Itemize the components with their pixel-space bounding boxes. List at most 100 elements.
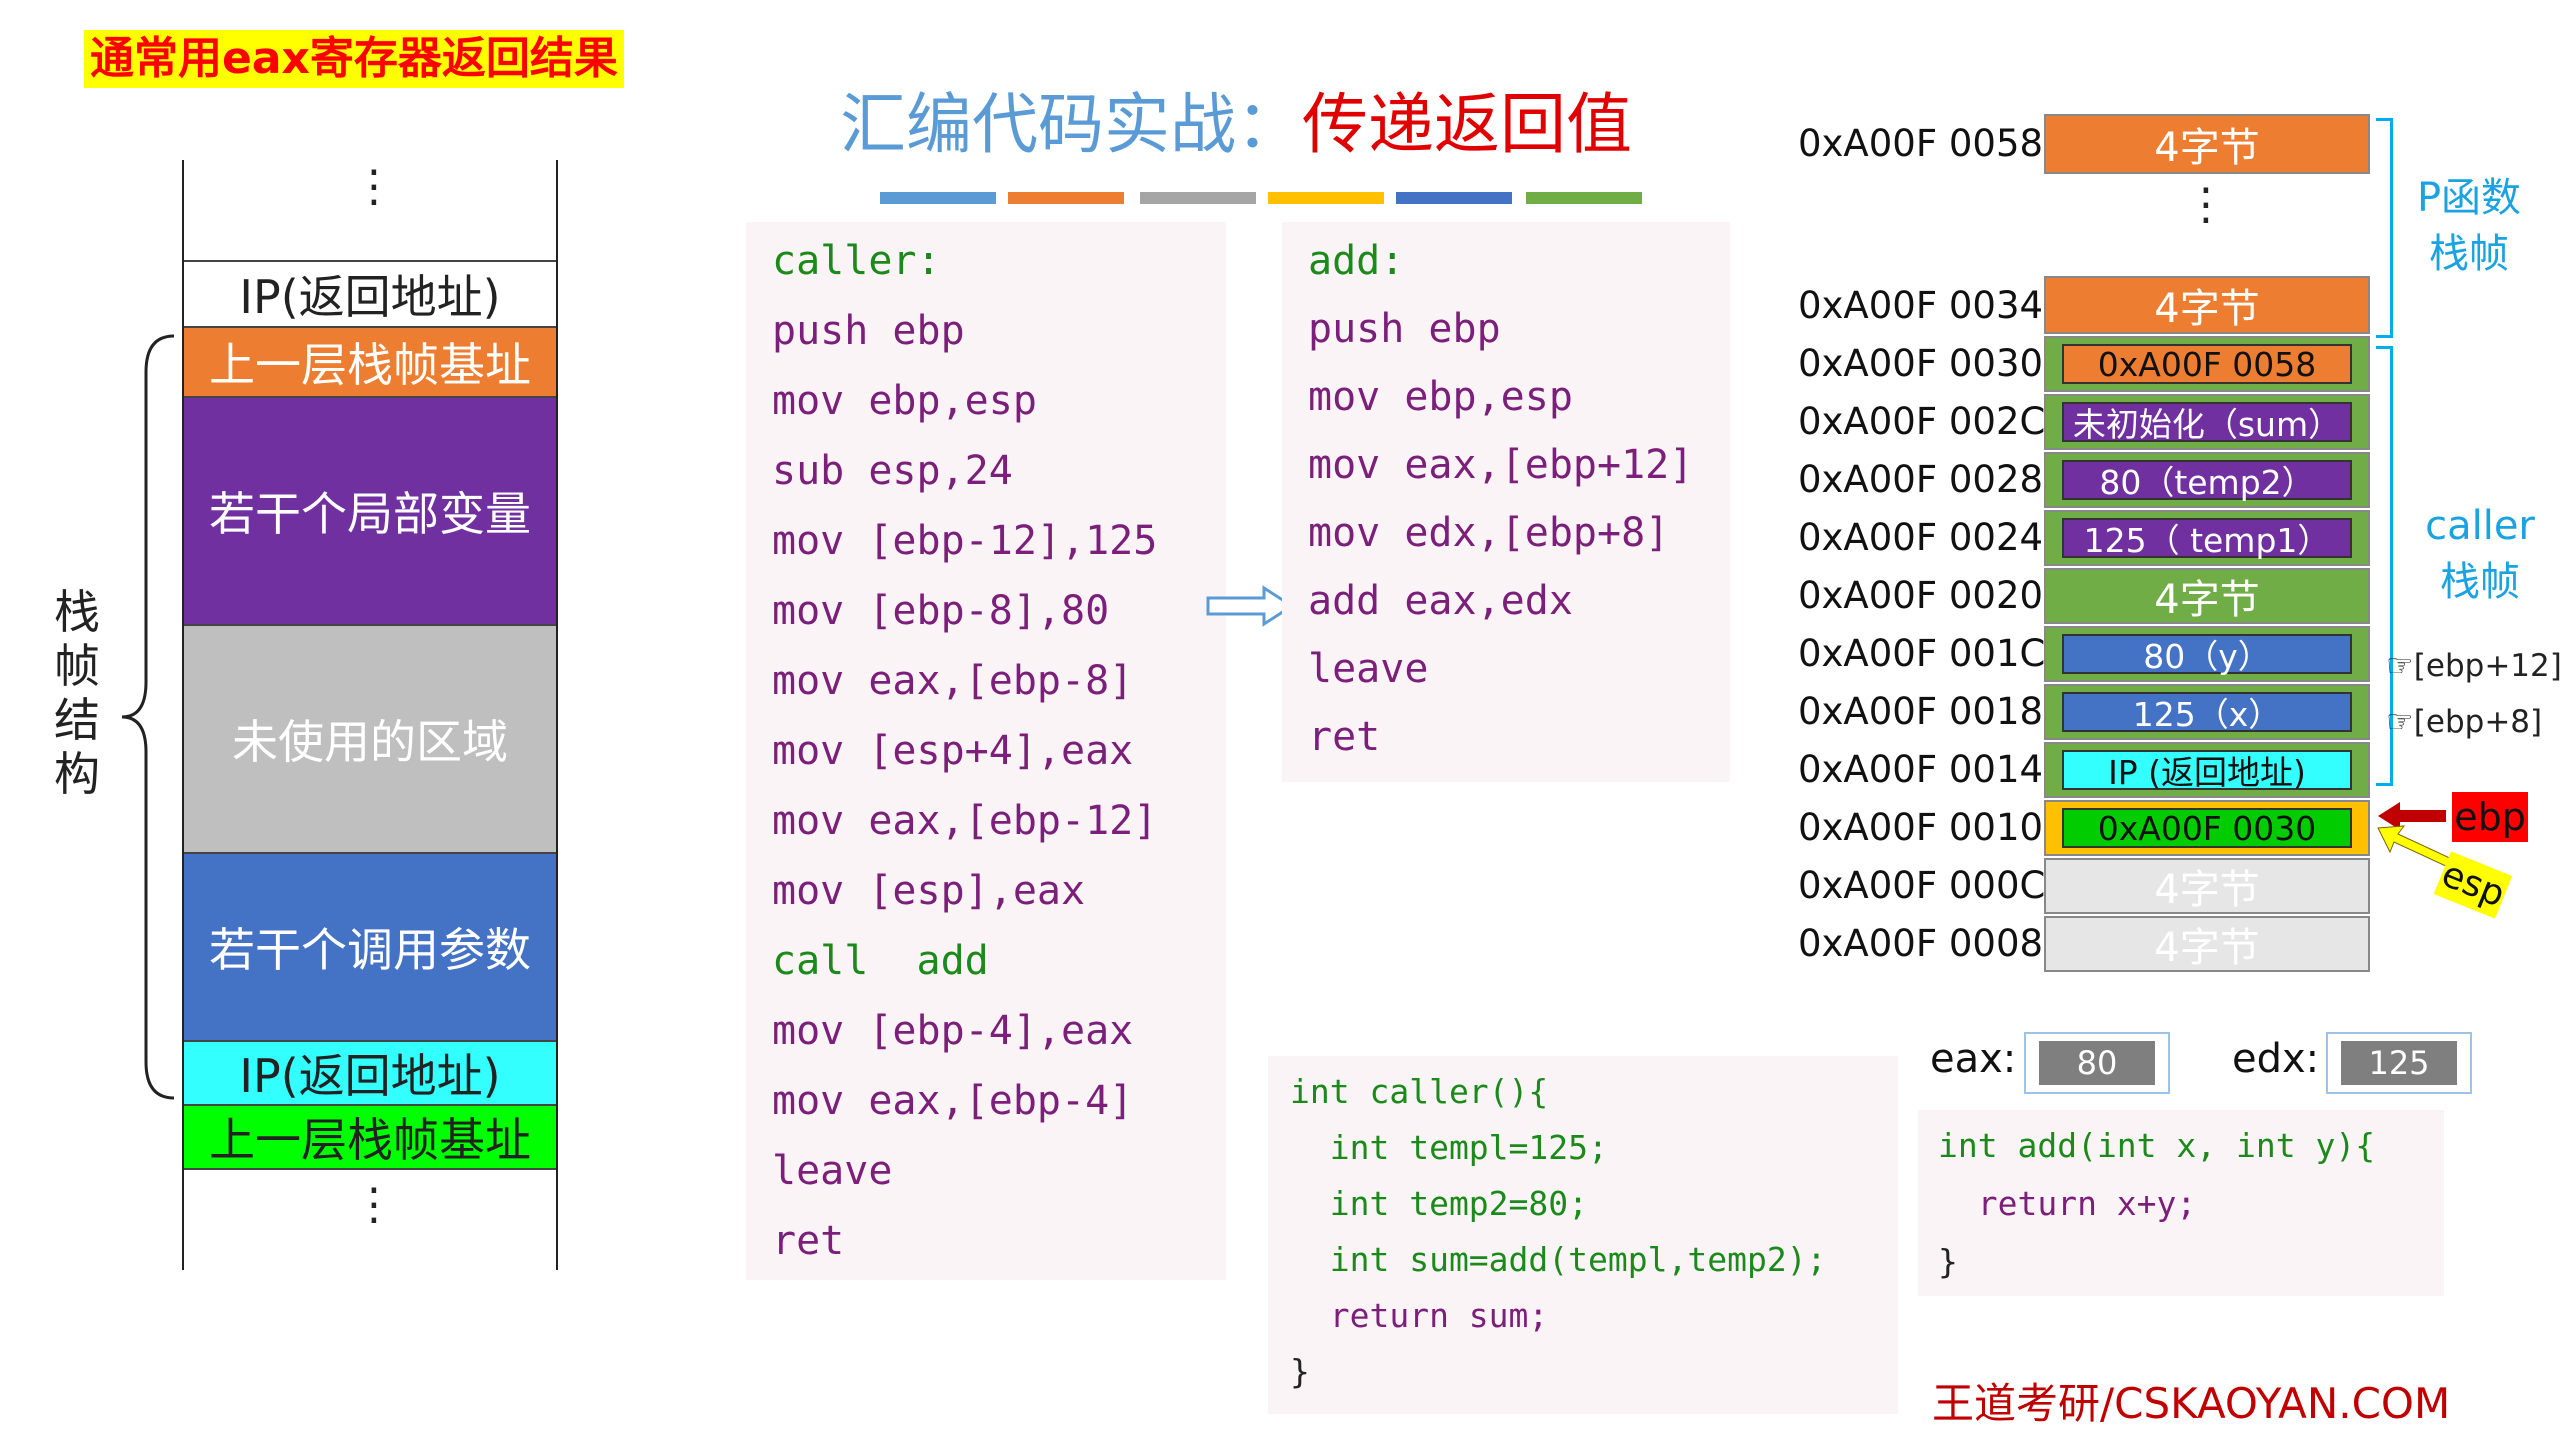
p-frame-brace-icon [2376,118,2393,338]
eax-register: 80 [2024,1032,2170,1094]
mem-address: 0xA00F 0020 [1798,574,2044,617]
asm-line: mov edx,[ebp+8] [1308,510,1670,556]
mem-cell-box: 未初始化（sum） [2044,394,2370,450]
c-line: return sum; [1290,1296,1549,1335]
stack-row-prev-base-top: 上一层栈帧基址 [184,326,556,396]
eax-value: 80 [2039,1041,2155,1085]
caller-frame-label: caller栈帧 [2425,503,2535,605]
mem-cell: 125（x） [2062,692,2352,734]
call-arrow-icon [1206,585,1295,627]
mem-cell: 4字节 [2044,276,2370,334]
asm-line: sub esp,24 [772,448,1013,494]
mem-cell-box: 80（y） [2044,626,2370,682]
add-asm-panel [1282,222,1730,782]
asm-line: mov [ebp-12],125 [772,518,1158,564]
c-line: } [1290,1352,1310,1391]
mem-cell: 未初始化（sum） [2062,402,2352,444]
mem-cell: 4字节 [2044,114,2370,174]
stack-top-dots: ⋮ [352,161,396,212]
mem-address: 0xA00F 0028 [1798,458,2044,501]
asm-line: mov eax,[ebp+12] [1308,442,1694,488]
mem-cell: 4字节 [2044,858,2370,914]
esp-label: esp [2433,851,2513,919]
mem-cell-box: IP (返回地址) [2044,742,2370,798]
p-frame-label: P函数栈帧 [2416,175,2522,277]
asm-line: ret [772,1218,845,1264]
mem-cell-box: 125（x） [2044,684,2370,740]
mem-address: 0xA00F 0034 [1798,284,2044,327]
asm-line: mov [esp+4],eax [772,728,1134,774]
mem-address: 0xA00F 0058 [1798,122,2044,165]
color-bar-2 [1008,192,1124,204]
c-line: } [1938,1242,1958,1281]
highlight-tag: 通常用eax寄存器返回结果 [84,30,624,88]
mem-cell: IP (返回地址) [2062,750,2352,792]
color-bar-4 [1268,192,1384,204]
c-line: return x+y; [1938,1184,2197,1223]
asm-line: mov [ebp-8],80 [772,588,1110,634]
stack-row-unused: 未使用的区域 [184,624,556,852]
stack-frame-label: 栈帧结构 [54,585,100,801]
asm-line: mov eax,[ebp-4] [772,1078,1134,1124]
edx-label: edx: [2232,1036,2320,1082]
mem-address: 0xA00F 0008 [1798,922,2044,965]
ptr-ebp-plus-8: ☞[ebp+8] [2386,704,2543,740]
mem-dots: ⋮ [2184,179,2228,230]
stack-row-ip-top: IP(返回地址) [184,260,556,326]
title-part2: 传递返回值 [1302,86,1632,163]
eax-label: eax: [1930,1036,2017,1082]
ptr-ebp-plus-12: ☞[ebp+12] [2386,648,2560,684]
stack-row-locals: 若干个局部变量 [184,396,556,624]
color-bar-5 [1396,192,1512,204]
edx-register: 125 [2326,1032,2472,1094]
mem-address: 0xA00F 0018 [1798,690,2044,733]
asm-line: mov ebp,esp [1308,374,1573,420]
title-part1: 汇编代码实战： [840,86,1302,163]
asm-line: ret [1308,714,1381,760]
asm-line: leave [1308,646,1429,692]
asm-line: mov [esp],eax [772,868,1086,914]
asm-line: mov ebp,esp [772,378,1037,424]
color-bar-1 [880,192,996,204]
asm-line: mov eax,[ebp-12] [772,798,1158,844]
mem-address: 0xA00F 0014 [1798,748,2044,791]
mem-address: 0xA00F 0024 [1798,516,2044,559]
footer-brand: 王道考研/CSKAOYAN.COM [1932,1379,2451,1428]
asm-line: call add [772,938,989,984]
asm-line: mov eax,[ebp-8] [772,658,1134,704]
stack-left-border [182,160,184,1270]
edx-value: 125 [2341,1041,2457,1085]
mem-cell: 125（ temp1） [2062,518,2352,560]
mem-cell: 0xA00F 0030 [2062,808,2352,848]
asm-line: add eax,edx [1308,578,1573,624]
mem-address: 0xA00F 001C [1798,632,2046,675]
c-line: int sum=add(templ,temp2); [1290,1240,1827,1279]
mem-address: 0xA00F 0010 [1798,806,2044,849]
mem-cell: 4字节 [2044,568,2370,624]
mem-address: 0xA00F 0030 [1798,342,2044,385]
c-line: int add(int x, int y){ [1938,1126,2376,1165]
asm-line: push ebp [1308,306,1501,352]
add-c-panel [1918,1110,2444,1296]
c-line: int caller(){ [1290,1072,1549,1111]
mem-cell-box: 0xA00F 0030 [2044,800,2370,856]
asm-line: mov [ebp-4],eax [772,1008,1134,1054]
asm-line: leave [772,1148,893,1194]
ebp-arrow-icon [2378,802,2446,830]
mem-cell-box: 80（temp2） [2044,452,2370,508]
mem-cell: 80（temp2） [2062,460,2352,502]
stack-row-prev-base-bottom: 上一层栈帧基址 [184,1104,556,1170]
stack-bottom-dots: ⋮ [352,1179,396,1230]
frame-brace-icon [121,334,175,1100]
asm-line: add: [1308,238,1405,284]
mem-cell-box: 0xA00F 0058 [2044,336,2370,392]
asm-line: caller: [772,238,941,284]
caller-c-panel [1268,1056,1898,1414]
caller-asm-panel [746,222,1226,1280]
mem-cell-box: 125（ temp1） [2044,510,2370,566]
mem-address: 0xA00F 000C [1798,864,2046,907]
ebp-label: ebp [2452,792,2528,842]
stack-right-border [556,160,558,1270]
stack-row-args: 若干个调用参数 [184,852,556,1040]
